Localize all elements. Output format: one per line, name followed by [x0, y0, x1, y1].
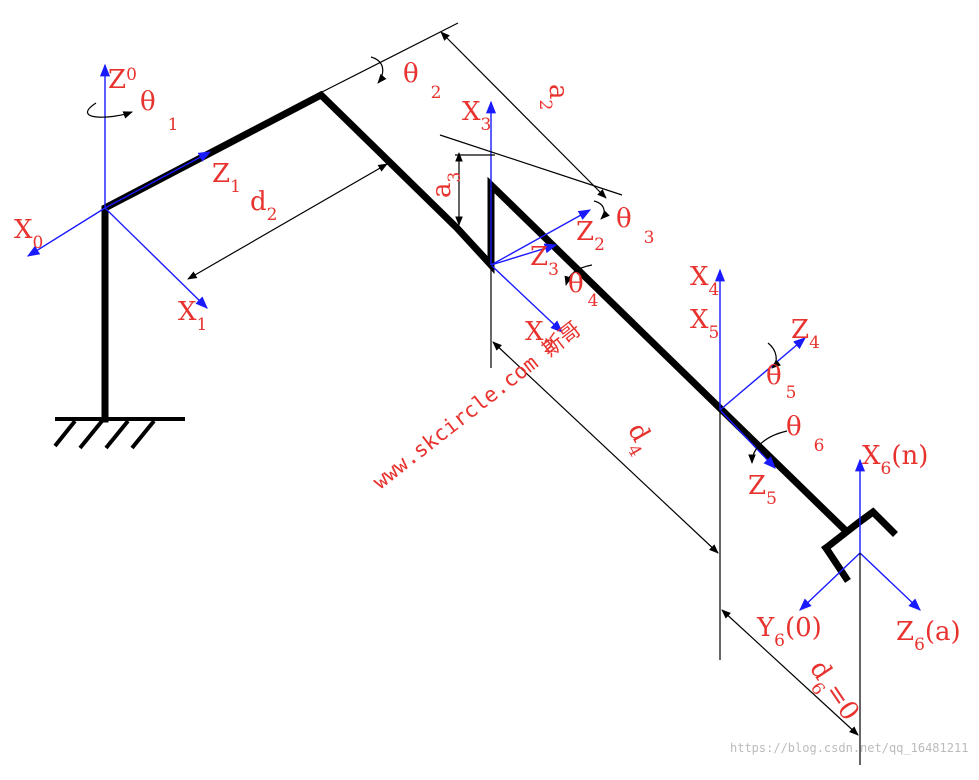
label-theta2: θ2	[403, 59, 441, 103]
label-x6: X6(n)	[862, 441, 928, 479]
label-z4: Z4	[791, 315, 820, 353]
label-theta5: θ5	[766, 361, 796, 403]
label-d6: d6=0	[797, 655, 865, 731]
label-d2: d2	[250, 187, 277, 225]
label-theta4: θ4	[568, 269, 598, 311]
label-x3: X3	[462, 97, 491, 135]
rotation-arrows	[87, 56, 788, 464]
label-z2: Z2	[576, 217, 605, 255]
label-theta6: θ6	[786, 412, 824, 456]
label-y6: Y6(0)	[756, 613, 822, 651]
source-url: https://blog.csdn.net/qq_16481211	[730, 741, 968, 755]
label-x2: X2	[525, 317, 554, 357]
label-d4: d4	[614, 418, 661, 461]
label-a2: a2	[535, 84, 573, 110]
ground	[53, 417, 185, 450]
label-a3: a3	[427, 172, 465, 198]
dimension-lines	[187, 22, 861, 765]
label-x0: X0	[14, 215, 43, 253]
label-x4: X4	[690, 262, 719, 300]
label-x1: X1	[178, 297, 207, 335]
frame-axes	[26, 63, 921, 611]
label-z5: Z5	[748, 471, 777, 509]
label-z1: Z1	[212, 159, 241, 197]
label-x5: X5	[690, 305, 719, 343]
label-z3: Z3	[530, 242, 559, 280]
watermark-text: www.skcircle.com 斯哥	[368, 317, 585, 494]
label-z6: Z6(a)	[896, 617, 961, 655]
label-z0: Z0	[108, 65, 137, 95]
label-theta3: θ3	[616, 204, 654, 248]
label-theta1: θ1	[140, 87, 178, 135]
